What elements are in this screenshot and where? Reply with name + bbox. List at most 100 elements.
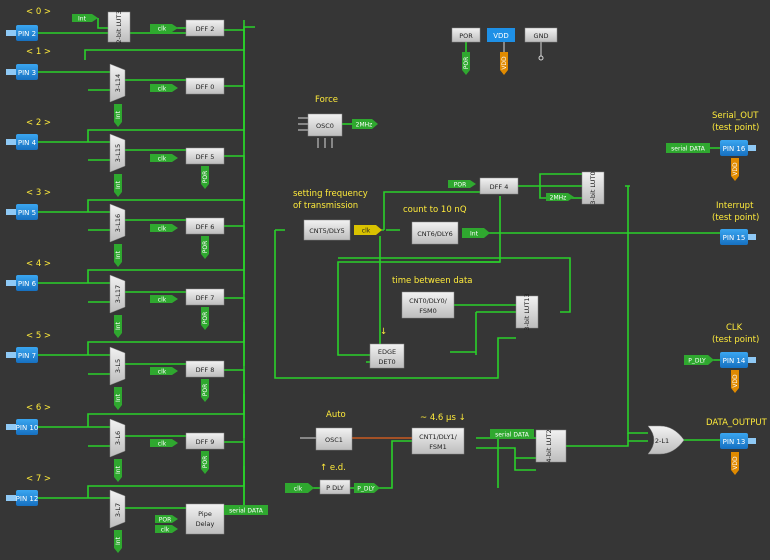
dff-block[interactable]: DFF 6	[185, 217, 225, 235]
pin-15[interactable]: PIN 15	[720, 229, 756, 245]
osc1-block[interactable]: OSC1	[315, 427, 353, 451]
svg-text:Int: Int	[115, 180, 122, 189]
osc0-block[interactable]: OSC0	[307, 113, 343, 137]
osc1-section: Auto OSC1 ~ 4.6 µs ↓ CNT1/DLY1/ FSM1 ser…	[285, 410, 567, 495]
pin-3[interactable]: PIN 3	[6, 64, 38, 80]
pdly-block[interactable]: P DLY	[319, 479, 351, 495]
clk-tag: clk	[150, 154, 178, 163]
serial-data-tag: serial DATA	[490, 429, 534, 439]
pin-6[interactable]: PIN 6	[6, 275, 38, 291]
svg-text:3-L6: 3-L6	[114, 431, 122, 445]
lut-block[interactable]: 3-L15	[109, 133, 126, 173]
freq-tag: 2MHz	[352, 119, 378, 129]
dff4-section: POR DFF 4 3-bit LUT0 2MHz	[448, 171, 605, 205]
svg-text:CNT1/DLY1/: CNT1/DLY1/	[419, 433, 458, 441]
pin-13[interactable]: PIN 13	[720, 433, 756, 449]
svg-text:2-bit LUT3: 2-bit LUT3	[115, 10, 123, 43]
pin-14[interactable]: PIN 14	[720, 352, 756, 368]
svg-text:PIN 15: PIN 15	[723, 234, 746, 242]
pin-12[interactable]: PIN 12	[6, 490, 38, 506]
pin-7[interactable]: PIN 7	[6, 347, 38, 363]
edge-det-block[interactable]: EDGE DET0	[369, 343, 405, 369]
vdd-tag: VDD	[731, 158, 739, 181]
dff-2-block[interactable]: DFF 2	[185, 19, 225, 37]
cnt5-block[interactable]: CNT5/DLY5	[303, 219, 351, 241]
lut-block[interactable]: 3-L14	[109, 63, 126, 103]
vdd-block[interactable]: VDD	[487, 28, 515, 42]
lut2-block[interactable]: 4-bit LUT2	[535, 429, 567, 463]
serial-data-tag: serial DATA	[666, 143, 710, 153]
pipe-delay-block[interactable]: Pipe Delay	[185, 503, 225, 535]
cnt1-block[interactable]: CNT1/DLY1/ FSM1	[411, 427, 465, 455]
cnt6-block[interactable]: CNT6/DLY6	[411, 221, 459, 245]
cnt0-block[interactable]: CNT0/DLY0/ FSM0	[401, 291, 455, 319]
svg-text:VDD: VDD	[732, 374, 739, 388]
por-tag: POR	[448, 180, 476, 189]
svg-text:DFF 0: DFF 0	[196, 83, 215, 91]
pdly-tag: P_DLY	[684, 355, 714, 365]
svg-text:Pipe: Pipe	[198, 510, 212, 518]
svg-text:3-L16: 3-L16	[114, 214, 122, 232]
lut3-block[interactable]: 2-bit LUT3	[107, 10, 131, 44]
dff-block[interactable]: DFF 9	[185, 432, 225, 450]
svg-text:POR: POR	[159, 517, 172, 524]
gnd-block[interactable]: GND	[524, 27, 558, 43]
lut0-block[interactable]: 3-bit LUT0	[581, 171, 605, 205]
output-pins: Serial_OUT (test point) serial DATA PIN …	[666, 111, 768, 475]
or-gate-2-l1[interactable]: 2-L1	[647, 425, 685, 455]
cnt6-section: count to 10 nQ CNT6/DLY6 Int	[403, 205, 490, 245]
svg-text:clk: clk	[158, 226, 167, 233]
dff4-block[interactable]: DFF 4	[479, 177, 519, 195]
pin-6-label: PIN 6	[18, 280, 37, 288]
dff-block[interactable]: DFF 5	[185, 147, 225, 165]
lut13-block[interactable]: 3-bit LUT13	[515, 293, 539, 331]
clk-tag: clk	[155, 525, 178, 534]
lut7-block[interactable]: 3-L7	[109, 489, 126, 529]
svg-text:FSM1: FSM1	[429, 443, 447, 451]
svg-text:P DLY: P DLY	[326, 484, 344, 492]
clk-tag: clk	[150, 439, 178, 448]
int-tag: Int	[72, 14, 98, 23]
wires	[38, 18, 725, 511]
row-label-6: < 6 >	[26, 403, 51, 413]
svg-text:4-bit LUT2: 4-bit LUT2	[545, 429, 553, 462]
clk-tag: clk	[150, 84, 178, 93]
pin-2[interactable]: PIN 2	[6, 25, 38, 41]
svg-text:< 4 >: < 4 >	[26, 259, 51, 269]
svg-text:VDD: VDD	[732, 456, 739, 470]
svg-text:< 3 >: < 3 >	[26, 188, 51, 198]
dff-block[interactable]: DFF 8	[185, 360, 225, 378]
int-tag: Int	[114, 104, 122, 127]
serial-data-tag: serial DATA	[224, 505, 268, 515]
svg-text:time between data: time between data	[392, 276, 473, 286]
pin-4[interactable]: PIN 4	[6, 134, 38, 150]
svg-text:clk: clk	[362, 228, 371, 235]
pin-10[interactable]: PIN 10	[6, 419, 38, 435]
svg-text:clk: clk	[158, 297, 167, 304]
svg-text:DET0: DET0	[378, 358, 395, 366]
lut-block[interactable]: 3-L5	[109, 346, 126, 386]
pin-5[interactable]: PIN 5	[6, 204, 38, 220]
row-label-5: < 5 >	[26, 331, 51, 341]
por-tag: POR	[155, 515, 178, 524]
row-label-7: < 7 >	[26, 474, 51, 484]
pin-7-label: PIN 7	[18, 352, 36, 360]
lut-block[interactable]: 3-L16	[109, 203, 126, 243]
por-tag: POR	[462, 52, 470, 75]
svg-text:Int: Int	[115, 321, 122, 330]
svg-text:of transmission: of transmission	[293, 201, 358, 211]
row-label-2: < 2 >	[26, 118, 51, 128]
svg-text:P_DLY: P_DLY	[688, 358, 706, 365]
lut-block[interactable]: 3-L6	[109, 418, 126, 458]
dff-block[interactable]: DFF 7	[185, 288, 225, 306]
svg-text:< 2 >: < 2 >	[26, 118, 51, 128]
row-0: Int 2-bit LUT3 clk DFF 2	[72, 10, 225, 44]
lut-block[interactable]: 3-L17	[109, 274, 126, 314]
dff-block[interactable]: DFF 0	[185, 77, 225, 95]
pin-16[interactable]: PIN 16	[720, 140, 756, 156]
por-block[interactable]: POR	[451, 27, 481, 43]
